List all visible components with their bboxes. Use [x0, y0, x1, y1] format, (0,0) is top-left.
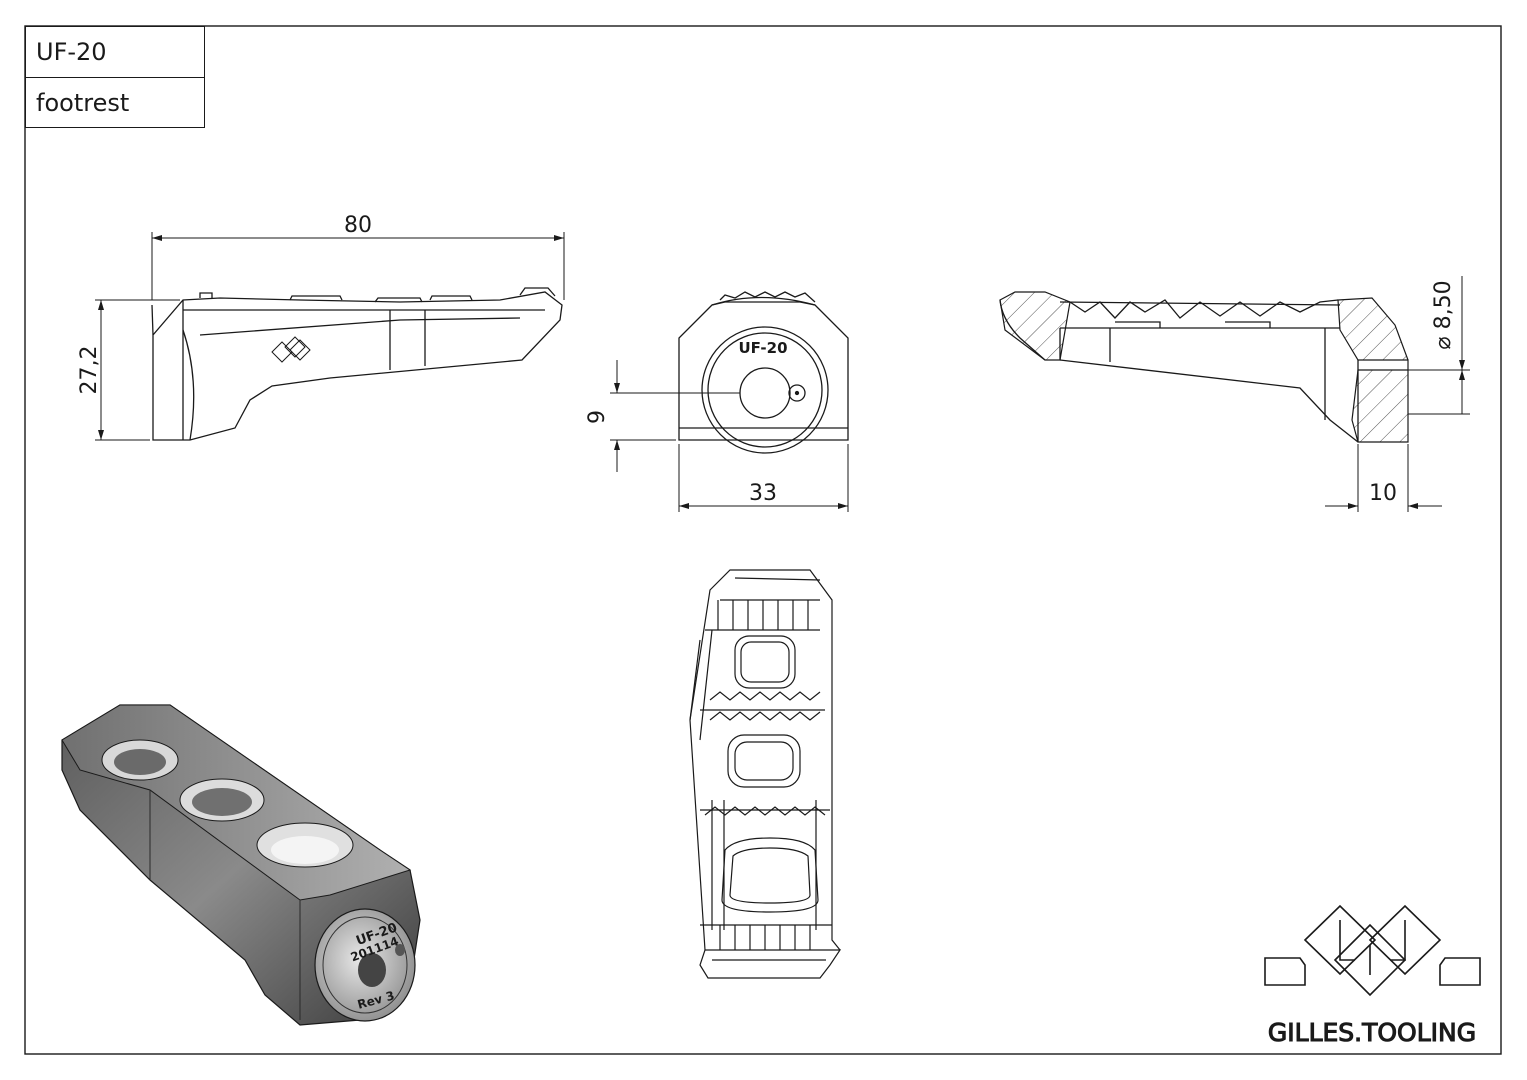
- dim-label-length: 80: [344, 213, 372, 238]
- sheet-border: [24, 25, 1502, 1055]
- isometric-view: [61, 704, 421, 1026]
- part-name: footrest: [26, 77, 204, 127]
- dim-width-33: [678, 444, 849, 512]
- dim-diameter-850: [1408, 276, 1470, 415]
- dim-label-diameter: ⌀ 8,50: [1431, 280, 1456, 349]
- front-view: [678, 291, 849, 454]
- side-view-logo: [271, 336, 311, 363]
- dim-hole-offset-9: [610, 360, 740, 472]
- top-view: [689, 569, 842, 979]
- dim-length-80: [151, 232, 565, 300]
- side-view: [151, 287, 563, 441]
- front-view-engraving: UF-20: [738, 339, 787, 357]
- dim-boss-10: [1325, 444, 1442, 512]
- title-block: UF-20 footrest: [25, 26, 205, 128]
- brand-name: GILLES.TOOLING: [1268, 1018, 1476, 1047]
- dim-label-hole-offset: 9: [585, 410, 610, 424]
- dim-label-boss: 10: [1369, 481, 1397, 506]
- brand-logo-icon: [1264, 904, 1481, 997]
- dim-label-width: 33: [749, 481, 777, 506]
- part-number: UF-20: [36, 38, 107, 66]
- section-view: [999, 291, 1409, 443]
- dim-height-27: [95, 299, 180, 441]
- dim-label-height: 27,2: [77, 346, 102, 395]
